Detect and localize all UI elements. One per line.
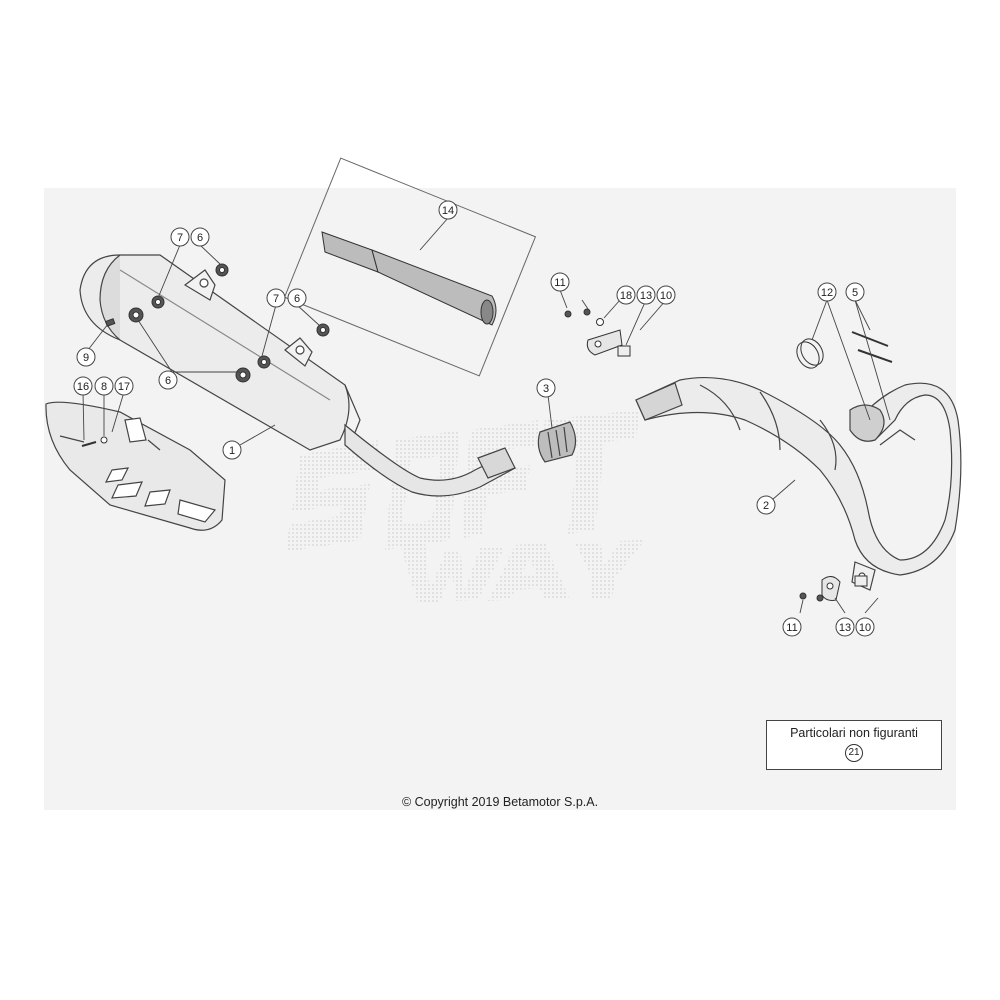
leader-lines <box>82 217 891 614</box>
svg-text:6: 6 <box>294 293 300 305</box>
callout-12: 12 <box>817 282 837 302</box>
copyright-notice: © Copyright 2019 Betamotor S.p.A. <box>401 795 599 809</box>
callout-10-top: 10 <box>656 285 676 305</box>
svg-text:17: 17 <box>118 381 130 393</box>
callout-7-top: 7 <box>170 227 190 247</box>
callout-6-lower: 6 <box>158 370 178 390</box>
svg-text:12: 12 <box>821 287 833 299</box>
silencer-packing <box>283 157 537 377</box>
watermark <box>285 410 645 603</box>
callout-17: 17 <box>114 376 134 396</box>
svg-text:13: 13 <box>640 290 652 302</box>
svg-text:2: 2 <box>763 500 769 512</box>
callout-9: 9 <box>76 347 96 367</box>
svg-text:10: 10 <box>660 290 672 302</box>
callout-1: 1 <box>222 440 242 460</box>
callout-18: 18 <box>616 285 636 305</box>
svg-text:10: 10 <box>859 622 871 634</box>
callout-7-middle: 7 <box>266 288 286 308</box>
coupling-sleeve <box>537 421 577 463</box>
callout-3: 3 <box>536 378 556 398</box>
svg-text:11: 11 <box>554 277 565 289</box>
callout-8: 8 <box>94 376 114 396</box>
svg-text:13: 13 <box>839 622 851 634</box>
callout-6-top: 6 <box>190 227 210 247</box>
legend-number: 21 <box>845 744 863 762</box>
svg-text:8: 8 <box>101 381 107 393</box>
svg-text:3: 3 <box>543 383 549 395</box>
svg-text:7: 7 <box>177 232 183 244</box>
callout-2: 2 <box>756 495 776 515</box>
svg-text:9: 9 <box>83 352 89 364</box>
callout-11-bottom: 11 <box>782 617 802 637</box>
heat-shield <box>45 401 226 531</box>
svg-text:5: 5 <box>852 287 858 299</box>
link-pipe <box>344 423 516 497</box>
svg-text:16: 16 <box>77 381 89 393</box>
callout-13-bottom: 13 <box>835 617 855 637</box>
callout-10-bottom: 10 <box>855 617 875 637</box>
muffler <box>79 254 361 451</box>
callout-11-top: 11 <box>550 272 570 292</box>
callout-6-middle: 6 <box>287 288 307 308</box>
svg-text:14: 14 <box>442 205 454 217</box>
hardware <box>81 263 893 602</box>
svg-text:7: 7 <box>273 293 279 305</box>
svg-text:6: 6 <box>165 375 171 387</box>
legend-box-parts-not-shown: Particolari non figuranti 21 <box>766 720 942 770</box>
callout-16: 16 <box>73 376 93 396</box>
legend-title: Particolari non figuranti <box>790 726 918 740</box>
callout-14: 14 <box>438 200 458 220</box>
callout-5: 5 <box>845 282 865 302</box>
svg-text:1: 1 <box>229 445 235 457</box>
callout-13-top: 13 <box>636 285 656 305</box>
svg-text:18: 18 <box>620 290 632 302</box>
svg-text:11: 11 <box>786 622 797 634</box>
exhaust-pipe <box>635 376 962 591</box>
svg-text:6: 6 <box>197 232 203 244</box>
